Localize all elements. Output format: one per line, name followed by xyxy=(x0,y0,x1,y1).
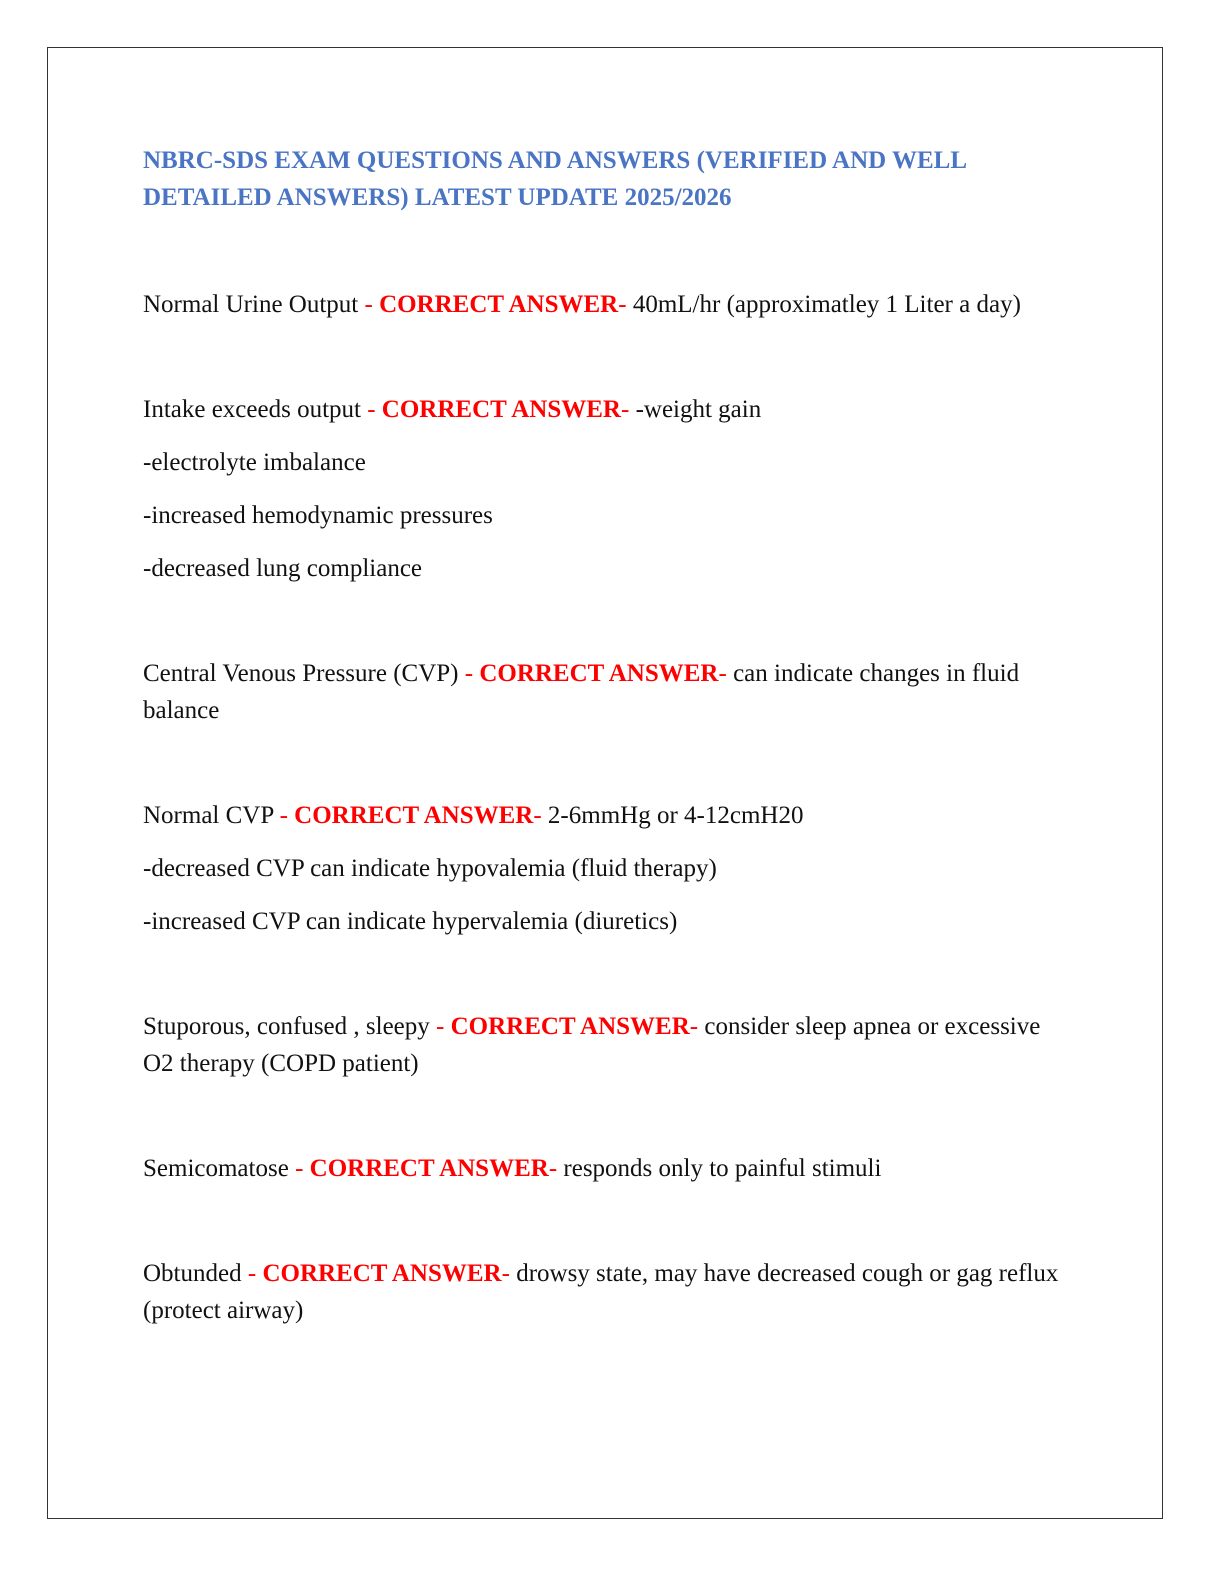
separator-after: - xyxy=(548,1155,564,1182)
separator-after: - xyxy=(620,396,636,423)
question-term: Stuporous, confused , sleepy xyxy=(143,1013,430,1040)
separator-before: - xyxy=(429,1013,451,1040)
qa-line: Obtunded - CORRECT ANSWER- drowsy state,… xyxy=(143,1255,1073,1329)
correct-answer-label: CORRECT ANSWER xyxy=(309,1155,549,1182)
correct-answer-label: CORRECT ANSWER xyxy=(379,291,619,318)
qa-item: Central Venous Pressure (CVP) - CORRECT … xyxy=(143,655,1073,729)
qa-item: Stuporous, confused , sleepy - CORRECT A… xyxy=(143,1008,1073,1082)
separator-before: - xyxy=(358,291,380,318)
correct-answer-label: CORRECT ANSWER xyxy=(381,396,621,423)
qa-line: Semicomatose - CORRECT ANSWER- responds … xyxy=(143,1150,1073,1187)
separator-after: - xyxy=(718,660,734,687)
question-term: Obtunded xyxy=(143,1260,242,1287)
question-term: Central Venous Pressure (CVP) xyxy=(143,660,459,687)
qa-item: Normal Urine Output - CORRECT ANSWER- 40… xyxy=(143,286,1073,323)
answer-detail-line: -decreased CVP can indicate hypovalemia … xyxy=(143,855,717,882)
qa-line: Normal CVP - CORRECT ANSWER- 2-6mmHg or … xyxy=(143,797,1073,834)
qa-line: Central Venous Pressure (CVP) - CORRECT … xyxy=(143,655,1073,729)
answer-text: drowsy state, may have decreased cough o… xyxy=(143,1260,1059,1324)
question-term: Normal Urine Output xyxy=(143,291,359,318)
qa-item: Normal CVP - CORRECT ANSWER- 2-6mmHg or … xyxy=(143,797,1073,940)
qa-line: Normal Urine Output - CORRECT ANSWER- 40… xyxy=(143,286,1073,323)
separator-after: - xyxy=(689,1013,705,1040)
answer-text: can indicate changes in fluid balance xyxy=(143,660,1020,724)
answer-text: -weight gain xyxy=(635,396,762,423)
document-title: NBRC-SDS EXAM QUESTIONS AND ANSWERS (VER… xyxy=(143,147,966,211)
answer-detail-line: -electrolyte imbalance xyxy=(143,449,366,476)
separator-after: - xyxy=(501,1260,517,1287)
qa-item: Intake exceeds output - CORRECT ANSWER- … xyxy=(143,391,1073,587)
separator-before: - xyxy=(458,660,480,687)
correct-answer-label: CORRECT ANSWER xyxy=(479,660,719,687)
answer-detail-line: -decreased lung compliance xyxy=(143,555,423,582)
separator-before: - xyxy=(288,1155,310,1182)
answer-text: responds only to painful stimuli xyxy=(563,1155,882,1182)
qa-line: Stuporous, confused , sleepy - CORRECT A… xyxy=(143,1008,1073,1082)
question-term: Normal CVP xyxy=(143,802,274,829)
separator-after: - xyxy=(533,802,548,829)
separator-before: - xyxy=(241,1260,263,1287)
question-term: Intake exceeds output xyxy=(143,396,361,423)
correct-answer-label: CORRECT ANSWER xyxy=(294,802,534,829)
qa-line: Intake exceeds output - CORRECT ANSWER- … xyxy=(143,391,1073,428)
answer-detail-line: -increased CVP can indicate hypervalemia… xyxy=(143,908,678,935)
answer-text: consider sleep apnea or excessive O2 the… xyxy=(143,1013,1041,1077)
question-term: Semicomatose xyxy=(143,1155,289,1182)
separator-before: - xyxy=(273,802,295,829)
separator-after: - xyxy=(618,291,633,318)
correct-answer-label: CORRECT ANSWER xyxy=(262,1260,502,1287)
page-border xyxy=(47,47,1163,1519)
document-body: NBRC-SDS EXAM QUESTIONS AND ANSWERS (VER… xyxy=(143,142,1073,1329)
answer-text: 2-6mmHg or 4-12cmH20 xyxy=(547,802,804,829)
answer-text: 40mL/hr (approximatley 1 Liter a day) xyxy=(632,291,1021,318)
separator-before: - xyxy=(360,396,382,423)
correct-answer-label: CORRECT ANSWER xyxy=(450,1013,690,1040)
qa-item: Obtunded - CORRECT ANSWER- drowsy state,… xyxy=(143,1255,1073,1329)
qa-item: Semicomatose - CORRECT ANSWER- responds … xyxy=(143,1150,1073,1187)
answer-detail-line: -increased hemodynamic pressures xyxy=(143,502,493,529)
